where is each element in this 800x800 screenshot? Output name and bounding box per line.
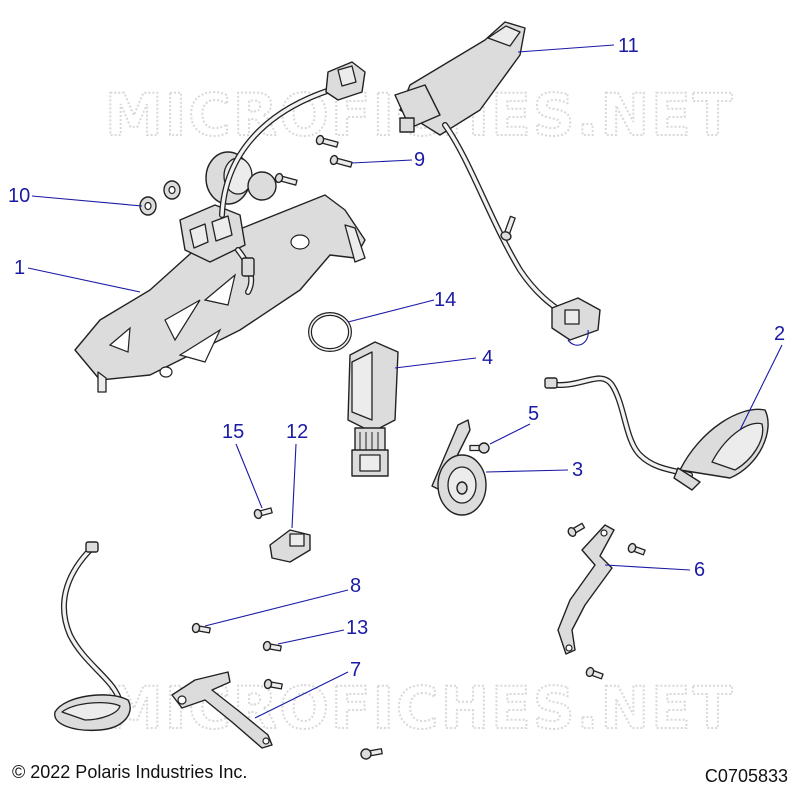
part-8-screw[interactable] <box>191 622 211 635</box>
part-10-nuts[interactable] <box>139 180 181 216</box>
part-13-screw[interactable] <box>262 640 282 653</box>
drawing-number: C0705833 <box>704 766 788 786</box>
callout-10: 10 <box>8 185 30 207</box>
marker-light[interactable] <box>54 541 131 732</box>
callout-2: 2 <box>774 323 785 345</box>
callout-14: 14 <box>434 289 456 311</box>
part-3-horn[interactable] <box>431 419 487 516</box>
part-2-light-sensor[interactable] <box>544 375 769 491</box>
part-1-mounting-bracket[interactable] <box>74 61 366 393</box>
callout-7: 7 <box>350 659 361 681</box>
part-11-switch-harness[interactable] <box>394 21 601 346</box>
callout-11: 11 <box>618 35 639 57</box>
copyright-notice: © 2022 Polaris Industries Inc. <box>12 762 248 782</box>
callout-13: 13 <box>346 617 368 639</box>
callout-labels: 10 1 9 11 14 4 2 5 3 6 15 12 8 13 7 <box>8 35 785 681</box>
callout-12: 12 <box>286 421 308 443</box>
part-12-connector[interactable] <box>269 529 311 563</box>
leader-lines <box>27 44 783 719</box>
callout-1: 1 <box>14 257 25 279</box>
callout-3: 3 <box>572 459 583 481</box>
part-14-o-ring[interactable] <box>308 312 352 352</box>
part-6-screws[interactable] <box>567 522 646 681</box>
part-6-bracket[interactable] <box>557 524 615 655</box>
part-5-bolt[interactable] <box>469 442 490 454</box>
part-7-bracket[interactable] <box>171 671 273 749</box>
part-15-screw[interactable] <box>253 506 273 520</box>
callout-6: 6 <box>694 559 705 581</box>
harness-bolt[interactable] <box>500 215 518 241</box>
bottom-bolt[interactable] <box>360 746 383 760</box>
callout-8: 8 <box>350 575 361 597</box>
part-9-screws[interactable] <box>274 134 353 187</box>
callout-5: 5 <box>528 403 539 425</box>
callout-15: 15 <box>222 421 244 443</box>
part-7-screw[interactable] <box>263 678 283 691</box>
callout-9: 9 <box>414 149 425 171</box>
callout-4: 4 <box>482 347 493 369</box>
part-4-relay-module[interactable] <box>347 341 399 477</box>
